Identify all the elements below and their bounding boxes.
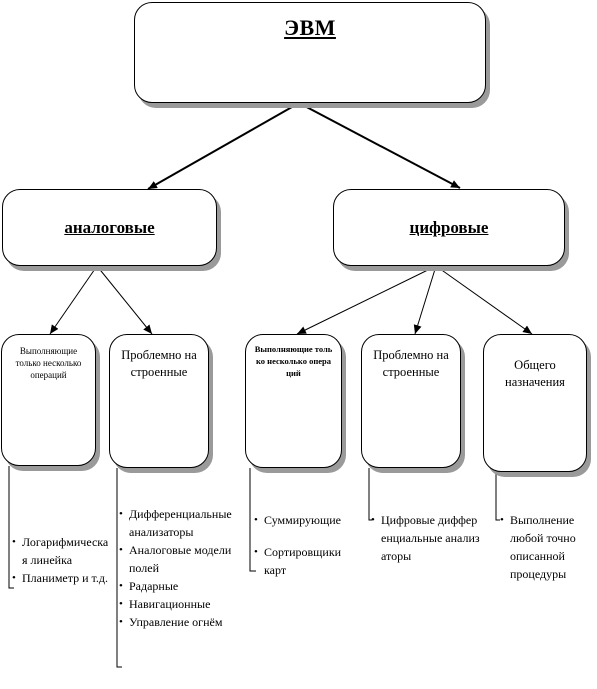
digital-general-label: Общего назначения [505, 358, 565, 389]
list-item: Суммирующие [254, 511, 364, 529]
list-item: Планиметр и т.д. [12, 569, 112, 587]
analog-limited-ops-label: Выполняющие только несколько операций [15, 346, 82, 380]
analog-title: аналоговые [64, 217, 155, 237]
digital-limited-ops-node: Выполняющие только несколько операций [245, 334, 342, 468]
list-item: Выполнение любой точно описанной процеду… [500, 511, 586, 583]
bracket-analog-limited [8, 466, 14, 589]
digital-specialized-label: Проблемно настроенные [373, 348, 449, 379]
list-item: Навигационные [119, 595, 237, 613]
bracket-analog-specialized [116, 468, 122, 668]
list-item: Радарные [119, 577, 237, 595]
analog-node: аналоговые [2, 189, 217, 266]
arrow-root-digital [298, 102, 461, 189]
digital-general-node: Общего назначения [483, 334, 587, 472]
digital-limited-ops-list: Суммирующие Сортировщики карт [254, 511, 364, 579]
arrow-digital-general [435, 265, 533, 335]
arrow-digital-specialized [413, 265, 437, 335]
digital-title: цифровые [409, 217, 489, 237]
list-item: Сортировщики карт [254, 543, 364, 579]
analog-specialized-list: Дифференциальные анализаторы Аналоговые … [119, 505, 237, 631]
arrow-root-analog [147, 102, 300, 190]
list-item: Управление огнём [119, 613, 237, 631]
list-item: Дифференциальные анализаторы [119, 505, 237, 541]
arrow-analog-specialized [96, 265, 153, 335]
bracket-digital-general [495, 472, 500, 521]
list-item: Цифровые дифференциальные анализаторы [371, 511, 481, 565]
list-item: Логарифмическая линейка [12, 533, 112, 569]
digital-general-list: Выполнение любой точно описанной процеду… [500, 511, 586, 583]
digital-specialized-list: Цифровые дифференциальные анализаторы [371, 511, 481, 565]
root-node: ЭВМ [134, 2, 486, 103]
analog-limited-ops-node: Выполняющие только несколько операций [1, 334, 96, 466]
digital-limited-ops-label: Выполняющие только несколько операций [254, 344, 333, 378]
digital-specialized-node: Проблемно настроенные [361, 334, 461, 468]
root-title: ЭВМ [284, 15, 336, 40]
analog-specialized-node: Проблемно настроенные [109, 334, 209, 468]
arrow-analog-limited [49, 265, 98, 335]
analog-specialized-label: Проблемно настроенные [121, 348, 197, 379]
arrow-digital-limited [296, 265, 437, 335]
analog-limited-ops-list: Логарифмическая линейка Планиметр и т.д. [12, 533, 112, 587]
list-item: Аналоговые модели полей [119, 541, 237, 577]
digital-node: цифровые [333, 189, 565, 266]
